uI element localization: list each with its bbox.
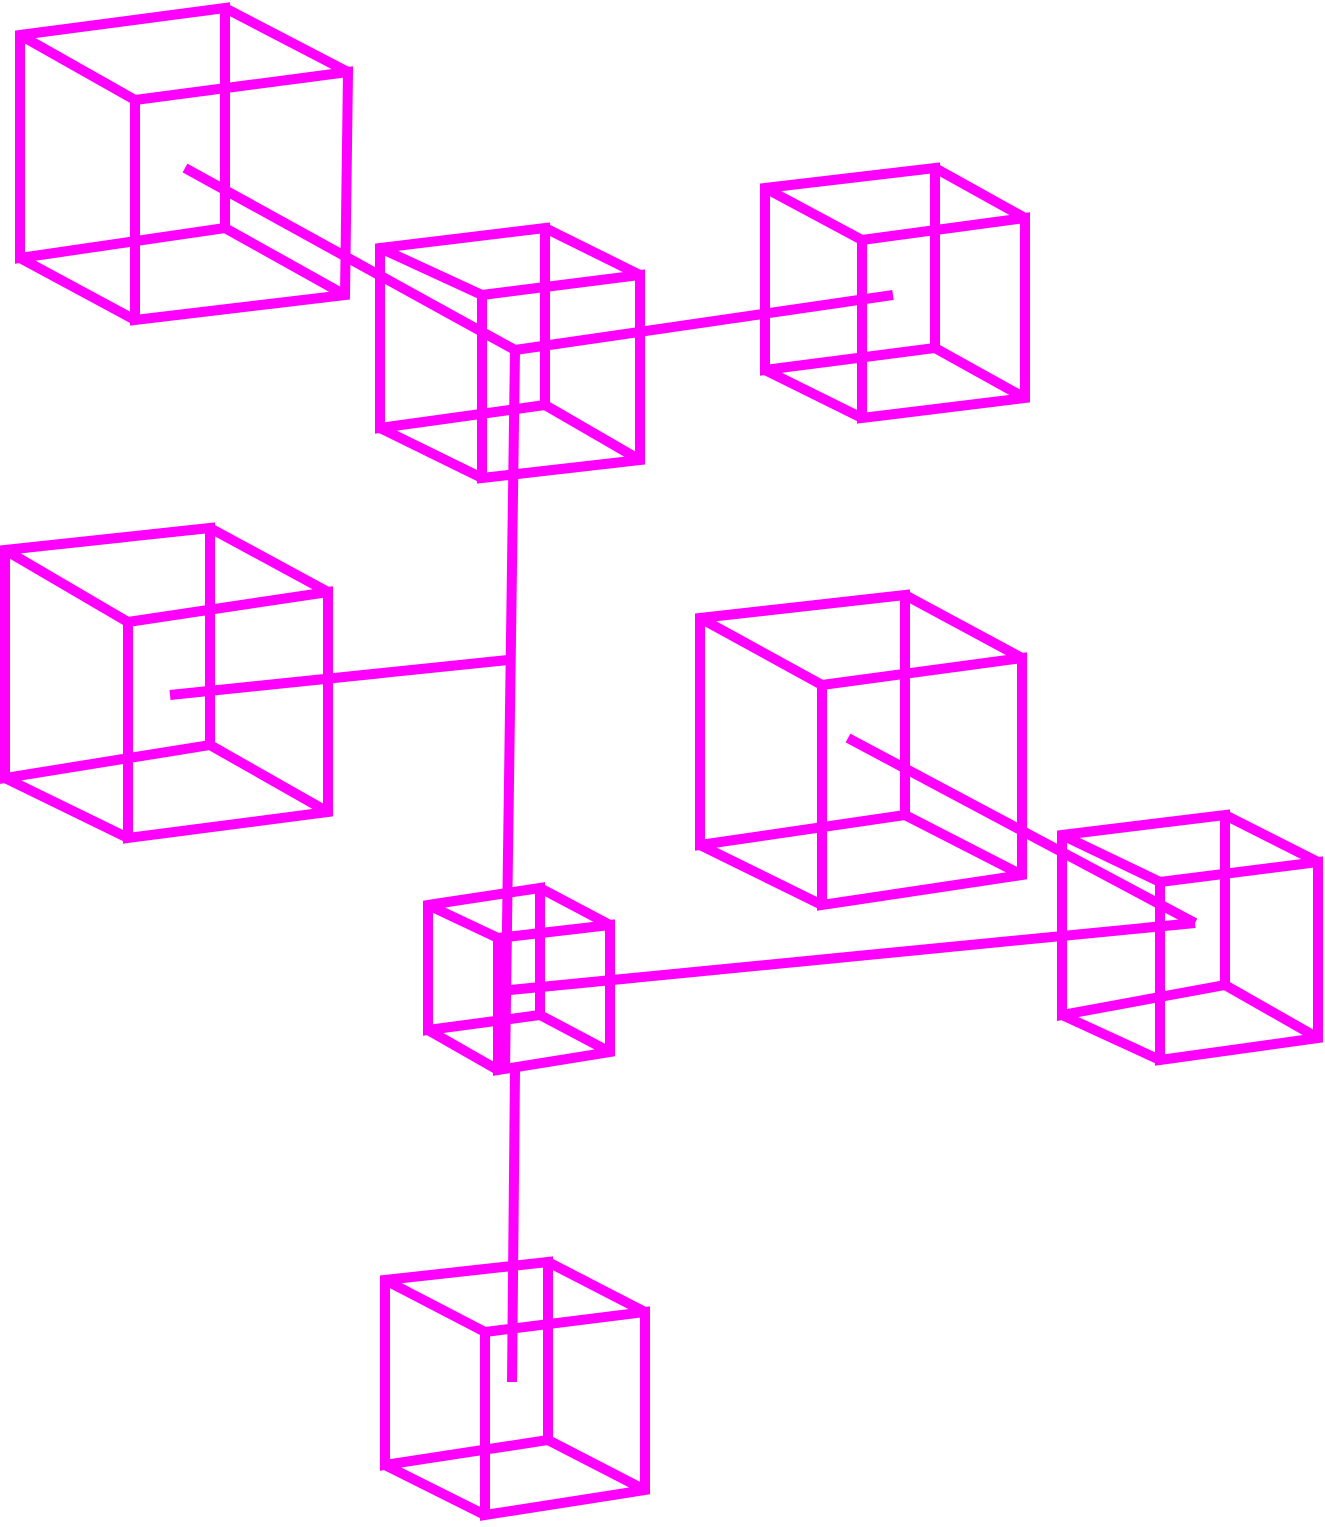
cube-bottom-depth-edge-3 (545, 1435, 648, 1495)
cube-top-right-wireframe (760, 162, 1030, 424)
cube-top-right-depth-edge-4 (762, 365, 865, 423)
cube-top-left-depth-edge-4 (17, 253, 138, 325)
cube-hub-lower-depth-edge-4 (425, 1025, 501, 1075)
cube-middle-left-depth-edge-3 (207, 740, 331, 817)
cube-hub-upper-depth-edge-4 (377, 423, 485, 483)
cube-hub-upper-depth-edge-3 (542, 400, 643, 465)
cube-hub-upper-depth-edge-2 (542, 223, 643, 280)
cube-middle-right-depth-edge-4 (697, 840, 825, 910)
cube-far-right-front-face (1155, 856, 1323, 1066)
cube-middle-left-wireframe (0, 522, 333, 844)
cube-bottom-depth-edge-2 (545, 1257, 648, 1317)
connector-line-cube-hub-lower-to-cube-far-right (509, 918, 1196, 995)
cube-far-right-wireframe (1057, 809, 1323, 1066)
cube-top-left-depth-edge-1 (17, 30, 138, 105)
cube-top-left-depth-edge-2 (222, 3, 351, 77)
cube-far-right-depth-edge-2 (1222, 810, 1321, 867)
cube-far-right-depth-edge-4 (1059, 1010, 1163, 1065)
cube-hub-upper-wireframe (375, 222, 645, 484)
cube-bottom-depth-edge-4 (382, 1460, 488, 1520)
cube-middle-right-depth-edge-1 (697, 613, 825, 690)
cube-middle-left-depth-edge-4 (2, 773, 131, 843)
cube-middle-left-front-face (123, 586, 333, 844)
cube-top-left-depth-edge-3 (222, 223, 348, 300)
cube-hub-lower-depth-edge-1 (425, 900, 501, 943)
cube-far-right-depth-edge-3 (1222, 980, 1321, 1043)
cube-hub-lower-wireframe (423, 882, 615, 1076)
cube-middle-right-depth-edge-3 (902, 810, 1025, 880)
cube-hub-lower-depth-edge-3 (537, 1010, 613, 1057)
cube-hub-lower-depth-edge-2 (537, 883, 613, 930)
cube-top-left-wireframe (15, 2, 354, 326)
connector-line-cube-hub-lower-to-cube-bottom (507, 1069, 520, 1383)
cube-hub-upper-depth-edge-1 (377, 243, 485, 300)
connector-line-cube-hub-upper-to-cube-middle-left (169, 655, 509, 700)
cube-middle-right-wireframe (695, 589, 1027, 911)
cube-top-right-depth-edge-3 (932, 343, 1028, 403)
cube-far-right-depth-edge-1 (1059, 830, 1163, 887)
cube-middle-left-depth-edge-1 (2, 545, 131, 627)
cube-bottom-depth-edge-1 (382, 1275, 488, 1337)
cube-top-right-depth-edge-2 (932, 163, 1028, 223)
cube-top-left-back-face (15, 2, 230, 264)
connector-line-cube-hub-upper-to-cube-top-right (514, 290, 894, 355)
connector-line-cube-hub-upper-to-cube-hub-lower (500, 349, 520, 1071)
cube-middle-left-depth-edge-2 (207, 523, 331, 597)
cube-middle-right-depth-edge-2 (902, 590, 1025, 663)
cube-top-right-depth-edge-1 (762, 183, 865, 245)
cube-bottom-wireframe (380, 1256, 650, 1521)
